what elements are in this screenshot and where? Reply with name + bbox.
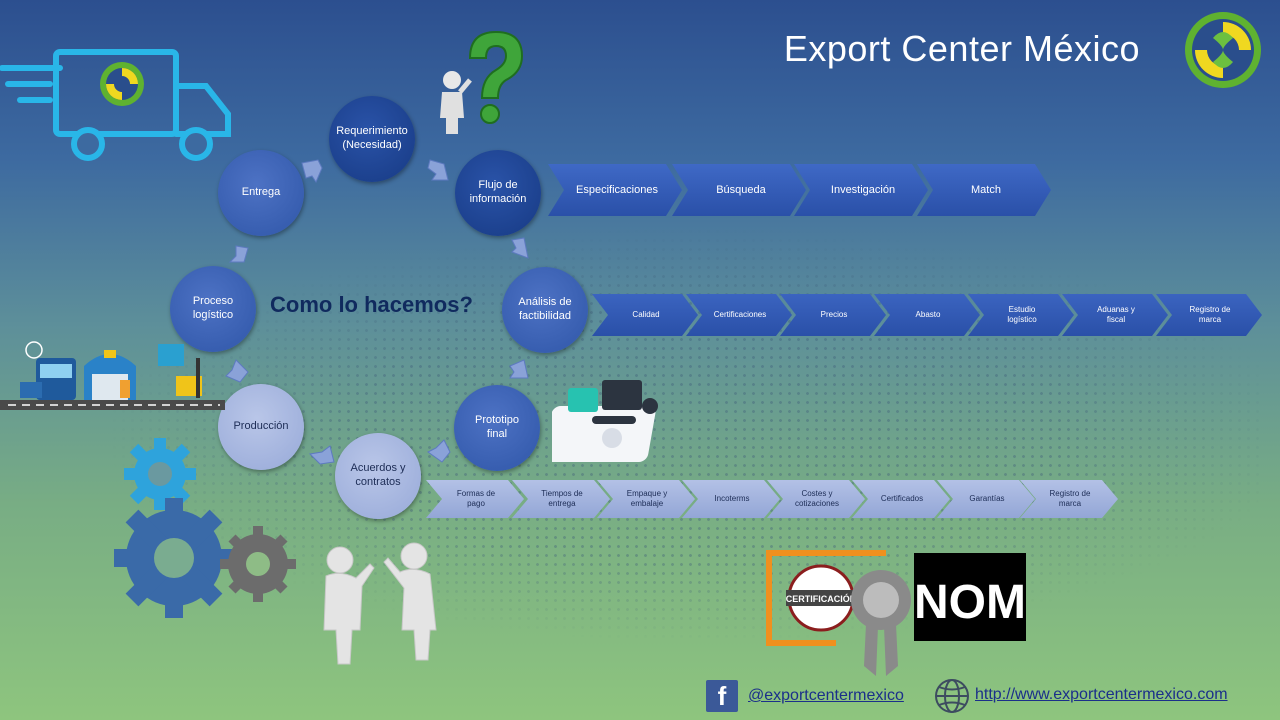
arrow-requerimiento-flujo [427,159,449,181]
analisis-step: Aduanas y fiscal [1062,294,1168,336]
acuerdos-step: Empaque y embalaje [597,480,695,518]
flujo-step: Especificaciones [548,164,682,216]
facebook-icon[interactable]: f [706,680,738,712]
certificacion-text: CERTIFICACIÓN [786,593,857,604]
truck-icon [0,49,231,161]
cycle-produccion-label: Producción [233,420,289,433]
cycle-acuerdos: Acuerdos y contratos [335,433,421,519]
arrow-produccion-proceso [225,359,249,383]
cycle-prototipo: Prototipo final [454,385,540,471]
handshake-figures-icon [323,542,437,665]
cycle-produccion: Producción [218,384,304,470]
acuerdos-step: Tiempos de entrega [512,480,610,518]
analisis-step: Estudio logístico [968,294,1074,336]
certification-badge-icon: NOM CERTIFICACIÓN [766,550,1026,676]
acuerdos-step: Certificados [852,480,950,518]
cycle-prototipo-label: Prototipo final [474,414,520,440]
analisis-step: Registro de marca [1156,294,1262,336]
cycle-proceso: Proceso logístico [170,266,256,352]
arrow-analisis-prototipo [509,359,529,379]
analisis-step: Calidad [592,294,698,336]
warehouse-icon [0,341,225,410]
analisis-step: Precios [780,294,886,336]
arrow-entrega-requerimiento [301,159,323,184]
logo-icon [1185,12,1261,88]
facebook-link[interactable]: @exportcentermexico [748,687,904,704]
page-title: Export Center México [783,28,1140,69]
acuerdos-step: Incoterms [682,480,780,518]
arrow-acuerdos-produccion [308,445,335,465]
center-question: Como lo hacemos? [270,292,473,317]
flujo-step: Búsqueda [672,164,806,216]
acuerdos-step: Costes y cotizaciones [767,480,865,518]
acuerdos-step: Registro de marca [1020,480,1118,518]
cycle-entrega-label: Entrega [241,186,281,199]
analisis-step: Abasto [874,294,980,336]
cycle-entrega: Entrega [218,150,304,236]
cycle-flujo-label: Flujo de información [469,179,527,205]
arrow-prototipo-acuerdos [427,439,451,463]
arrow-flujo-analisis [511,237,529,259]
cycle-proceso-label: Proceso logístico [192,295,234,321]
analisis-step: Certificaciones [686,294,792,336]
gears-icon [114,438,296,618]
cycle-analisis: Análisis de factibilidad [502,267,588,353]
cycle-requerimiento-label: Requerimiento (Necesidad) [336,125,408,151]
flujo-step: Match [917,164,1051,216]
acuerdos-step: Garantías [937,480,1035,518]
cycle-acuerdos-label: Acuerdos y contratos [350,462,406,488]
arrow-proceso-entrega [228,245,249,263]
cycle-flujo: Flujo de información [455,150,541,236]
cycle-requerimiento: Requerimiento (Necesidad) [329,96,415,182]
nom-text: NOM [914,576,1026,629]
flujo-step: Investigación [794,164,928,216]
acuerdos-step: Formas de pago [426,480,524,518]
globe-icon [935,679,969,713]
question-mark-icon [440,30,524,134]
cycle-analisis-label: Análisis de factibilidad [518,296,572,322]
website-link[interactable]: http://www.exportcentermexico.com [975,686,1228,703]
app-mockup-icon [552,380,658,462]
